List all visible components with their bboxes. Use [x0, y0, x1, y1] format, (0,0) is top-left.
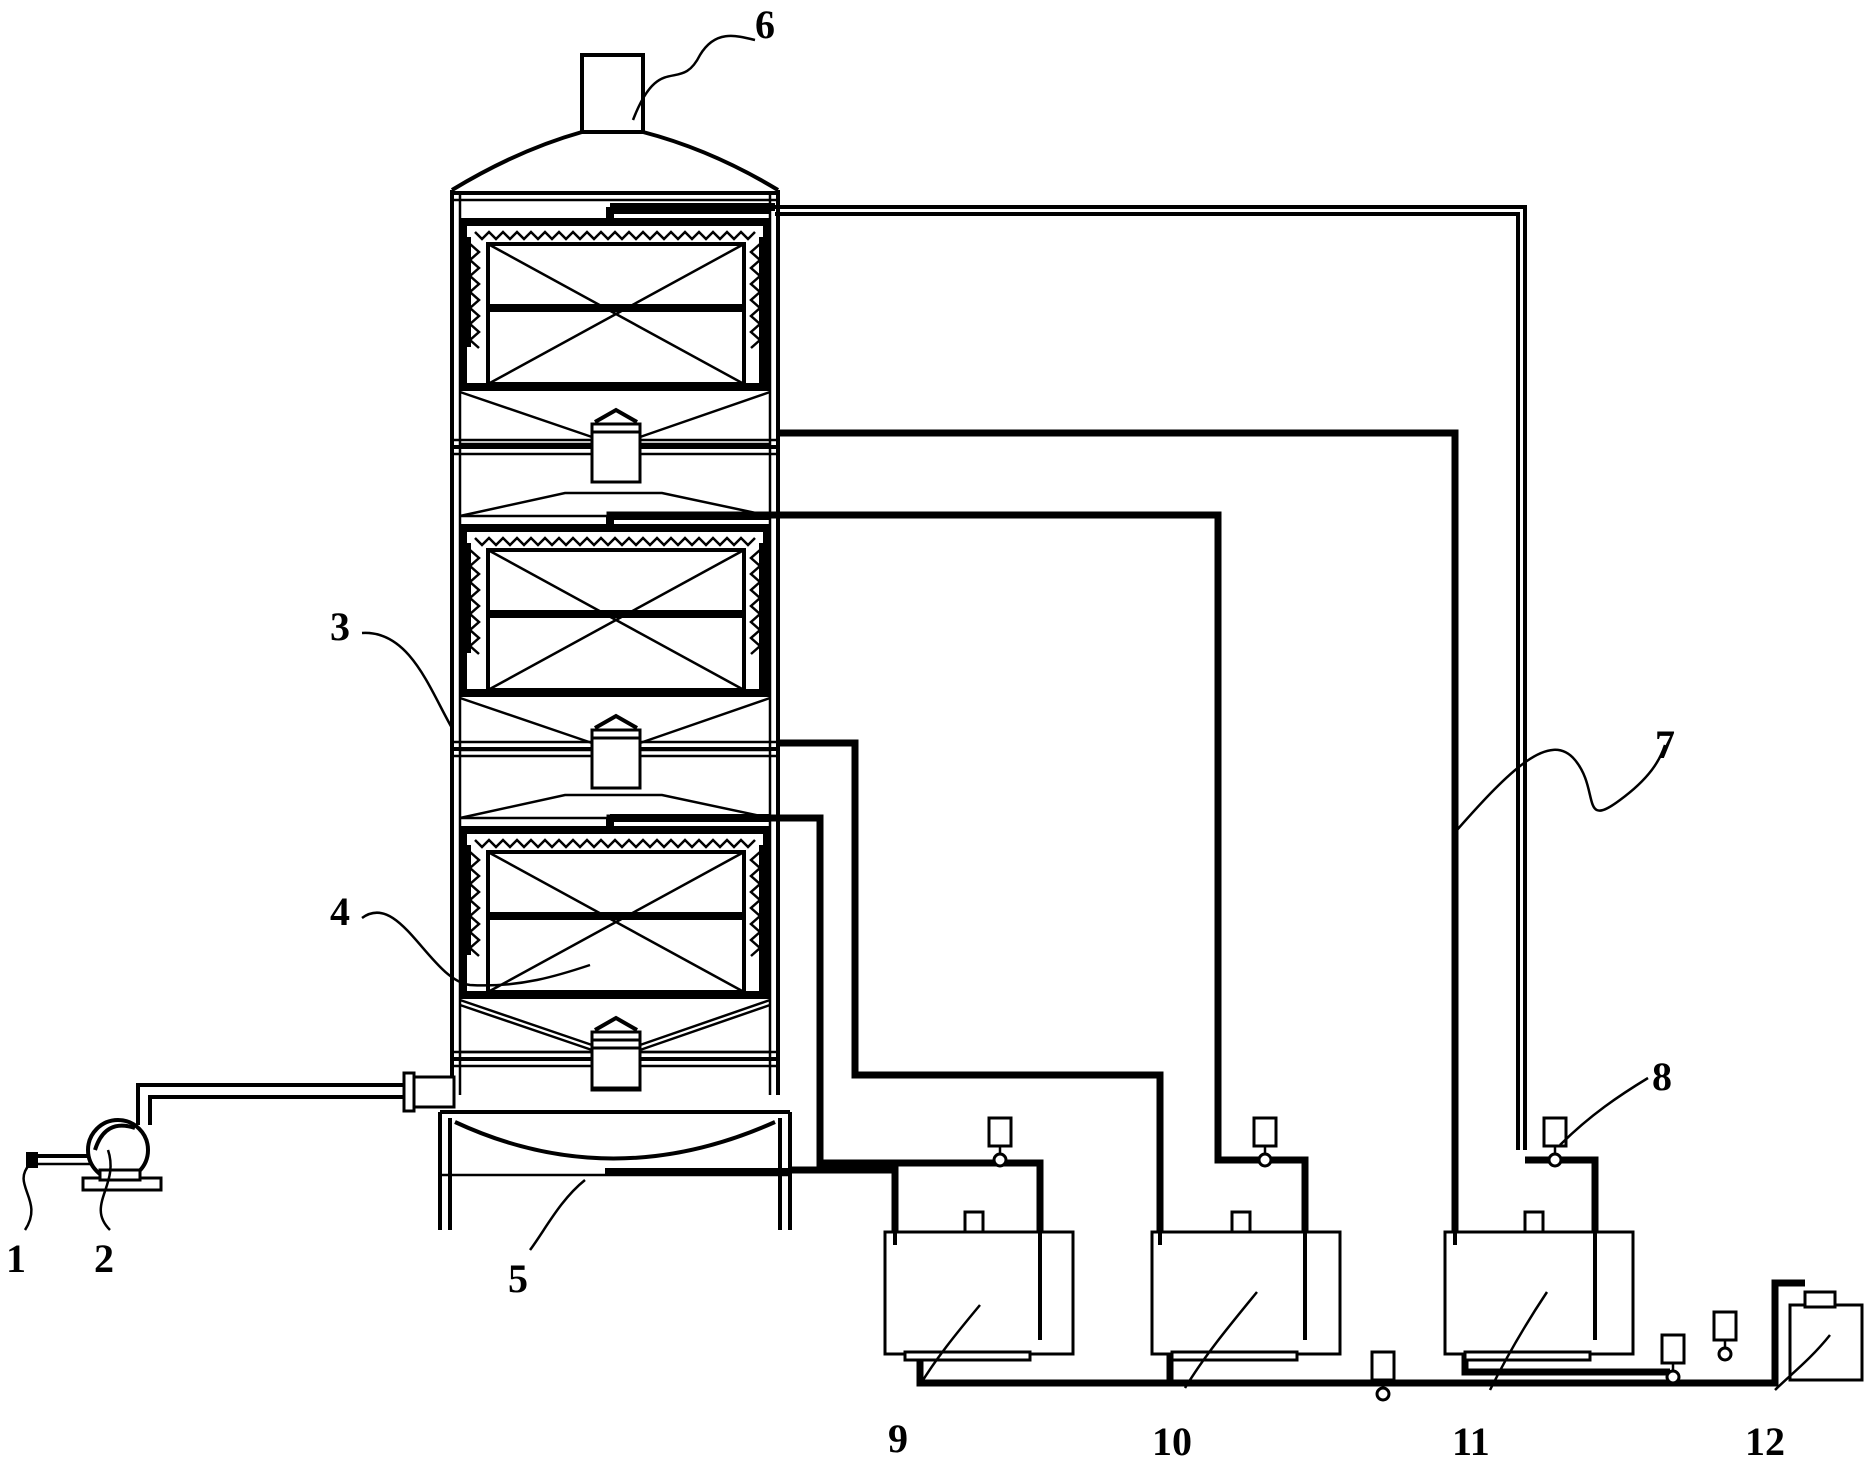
packing-box: [486, 548, 746, 692]
inlet-assembly: [26, 1071, 456, 1192]
label-4: 4: [330, 889, 350, 934]
bottom-collector: [459, 1003, 771, 1090]
leader-lines: [22, 34, 1831, 1391]
stage-hood: [459, 793, 771, 820]
leader-5: [528, 1179, 586, 1251]
dosing-box: [1788, 1290, 1864, 1382]
pipe-return-9: [778, 739, 1164, 1240]
valve-actuator: [987, 1116, 1013, 1148]
leader-9: [918, 1304, 981, 1386]
label-7: 7: [1655, 722, 1675, 767]
valve-body: [992, 1152, 1008, 1168]
valve-actuator: [1712, 1310, 1738, 1342]
filter-stages: [459, 206, 771, 1092]
label-9: 9: [888, 1416, 908, 1461]
chimney-outlet: [580, 53, 645, 132]
valve-2: [1252, 1116, 1278, 1168]
leader-12: [1774, 1334, 1831, 1391]
filter-stage-3: [459, 793, 771, 1092]
valve-1: [987, 1116, 1013, 1168]
collector: [590, 736, 642, 790]
valve-body: [1665, 1369, 1681, 1385]
packing-box: [486, 850, 746, 994]
tower-stand: [438, 1110, 792, 1230]
leader-1: [22, 1163, 33, 1231]
fan: [81, 1118, 163, 1192]
tank-body: [1150, 1230, 1342, 1356]
tank-11: [1443, 1210, 1635, 1362]
label-2: 2: [94, 1236, 114, 1281]
leader-7: [1456, 744, 1667, 831]
valve-actuator: [1660, 1333, 1686, 1365]
spray-nozzles: [474, 230, 756, 241]
tanks: [883, 1210, 1635, 1362]
packing-box: [486, 242, 746, 386]
collector-cap: [594, 1015, 638, 1032]
tank-body: [883, 1230, 1075, 1356]
valve-actuator: [1252, 1116, 1278, 1148]
valve-4: [1370, 1350, 1396, 1402]
label-12: 12: [1745, 1419, 1785, 1464]
valve-body: [1375, 1386, 1391, 1402]
bottom-basin: [454, 1120, 776, 1161]
filter-stage-2: [459, 491, 771, 790]
valve-actuator: [1370, 1350, 1396, 1382]
air-inlet-pipe: [26, 1152, 90, 1168]
tank-9: [883, 1210, 1075, 1362]
leader-3: [361, 631, 454, 729]
labels: 1 2 3 4 5 6 7 8 9 10 11 12: [6, 2, 1785, 1464]
pipe-drain-9: [790, 1166, 899, 1240]
pipe-supply-10: [606, 511, 1309, 1235]
label-6: 6: [755, 2, 775, 47]
label-10: 10: [1152, 1419, 1192, 1464]
tank-vent: [1523, 1210, 1545, 1234]
tower: [438, 53, 792, 1230]
valve-6: [1712, 1310, 1738, 1362]
spray-nozzles: [474, 838, 756, 849]
collector-cap: [594, 407, 638, 424]
tank-vent: [963, 1210, 985, 1234]
valve-5: [1660, 1333, 1686, 1385]
bottom-manifold: [916, 1279, 1805, 1387]
label-3: 3: [330, 604, 350, 649]
leader-11: [1488, 1291, 1549, 1391]
label-5: 5: [508, 1256, 528, 1301]
inlet-flange: [410, 1075, 456, 1109]
piping: [606, 203, 1805, 1387]
leader-2: [99, 1149, 112, 1231]
stage-hopper: [459, 998, 771, 1047]
leader-10: [1183, 1291, 1258, 1389]
label-8: 8: [1652, 1054, 1672, 1099]
label-11: 11: [1452, 1419, 1490, 1464]
leader-6: [631, 34, 756, 121]
pipe-supply-9: [606, 814, 1044, 1235]
valve-3: [1542, 1116, 1568, 1168]
valve-body: [1717, 1346, 1733, 1362]
leader-4: [361, 911, 591, 987]
stage-hopper: [459, 696, 771, 745]
collector-cap: [594, 713, 638, 730]
leader-8: [1559, 1076, 1649, 1146]
tank-10: [1150, 1210, 1342, 1362]
spray-nozzles: [474, 536, 756, 547]
collector: [590, 430, 642, 484]
tower-dome: [450, 130, 780, 192]
stage-hood: [459, 491, 771, 518]
valves: [987, 1116, 1738, 1402]
inlet-duct: [136, 1083, 404, 1125]
valve-body: [1257, 1152, 1273, 1168]
stage-hopper: [459, 390, 771, 439]
tank-vent: [1230, 1210, 1252, 1234]
label-1: 1: [6, 1236, 26, 1281]
valve-body: [1547, 1152, 1563, 1168]
pipe-return-11: [778, 429, 1459, 1240]
tank-body: [1443, 1230, 1635, 1356]
